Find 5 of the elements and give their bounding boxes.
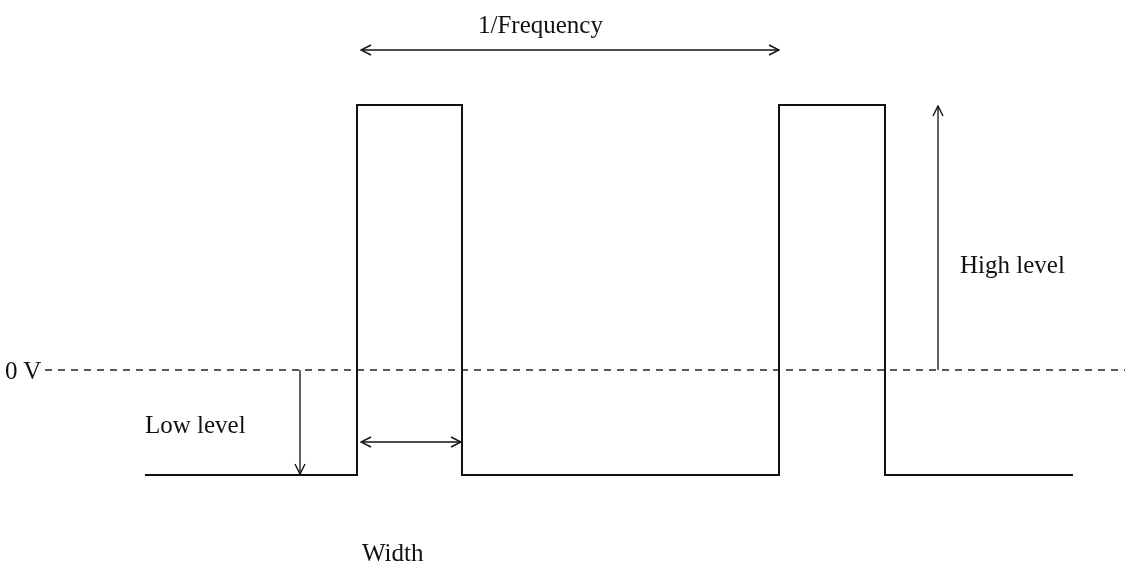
axis-label: Low level [145,412,246,437]
axis-label: High level [960,252,1065,277]
axis-label: 0 V [5,358,42,383]
dimension-label: 1/Frequency [478,12,603,37]
dimension-label: Width [362,540,424,565]
